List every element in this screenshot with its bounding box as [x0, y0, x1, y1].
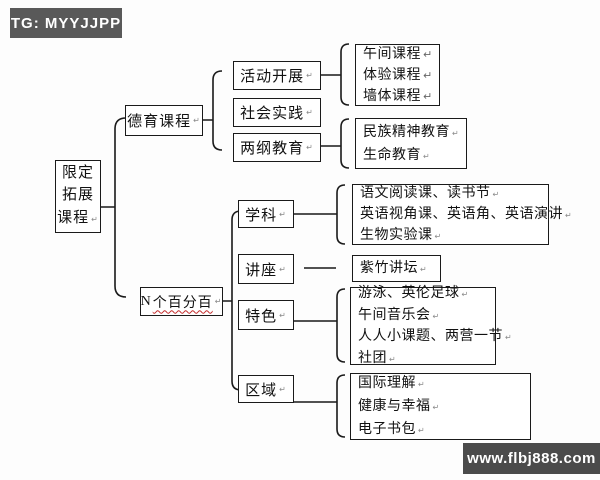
leaf-feature-programs: 游泳、英伦足球↵ 午间音乐会↵ 人人小课题、两营一节↵ 社团↵	[350, 284, 512, 365]
root-line-1: 限定	[61, 163, 94, 181]
leaf-subject-courses: 语文阅读课、读书节↵ 英语视角课、英语角、英语演讲↵ 生物实验课↵	[352, 184, 572, 245]
leaf-line: 午间音乐会↵	[358, 305, 440, 322]
leaf-line: 民族精神教育↵	[363, 122, 460, 139]
paragraph-mark: ↵	[452, 128, 460, 138]
n100-brace-line	[223, 210, 242, 391]
paragraph-mark: ↵	[434, 232, 442, 241]
paragraph-mark: ↵	[505, 333, 513, 342]
leaf-line: 午间课程↵	[363, 44, 433, 61]
leaf-line: 墙体课程↵	[363, 86, 433, 103]
leaf-line: 健康与幸福↵	[358, 397, 440, 413]
leaf-line: 紫竹讲坛↵	[360, 259, 428, 275]
twoguides-leaf-bracket	[320, 118, 350, 169]
leaf-line: 语文阅读课、读书节↵	[360, 184, 500, 200]
paragraph-mark: ↵	[492, 190, 500, 199]
moral-brace-line	[203, 70, 223, 151]
line-break-mark: ↵	[423, 48, 433, 61]
node-feature: 特色↵	[238, 300, 294, 330]
node-two-guidelines-education: 两纲教育↵	[233, 133, 321, 162]
leaf-line: 电子书包↵	[358, 420, 426, 436]
paragraph-mark: ↵	[279, 264, 287, 274]
site-watermark-url: www.flbj888.com	[463, 443, 600, 474]
subject-leaf-bracket	[293, 184, 346, 245]
leaf-line: 生物实验课↵	[360, 226, 442, 242]
node-lecture: 讲座↵	[238, 254, 294, 284]
root-brace-line	[101, 117, 127, 298]
paragraph-mark: ↵	[418, 380, 426, 389]
paragraph-mark: ↵	[279, 209, 287, 219]
tg-watermark-badge: TG: MYYJJPP	[10, 8, 122, 38]
paragraph-mark: ↵	[306, 143, 314, 152]
leaf-two-guidelines-education-items: 民族精神教育↵ 生命教育↵	[355, 118, 467, 169]
line-break-mark: ↵	[423, 90, 433, 103]
root-line-3: 课程↵	[57, 208, 99, 226]
paragraph-mark: ↵	[432, 311, 440, 321]
paragraph-mark: ↵	[193, 116, 201, 125]
leaf-region-courses: 国际理解↵ 健康与幸福↵ 电子书包↵	[350, 373, 531, 440]
node-social-practice: 社会实践↵	[233, 98, 321, 127]
leaf-line: 国际理解↵	[358, 374, 426, 390]
region-leaf-bracket	[293, 374, 346, 438]
root-line-2: 拓展	[61, 186, 94, 204]
leaf-line: 生命教育↵	[363, 145, 431, 162]
n-prefix: N	[140, 293, 151, 309]
paragraph-mark: ↵	[432, 403, 440, 412]
paragraph-mark: ↵	[420, 265, 428, 274]
paragraph-mark: ↵	[306, 108, 314, 117]
node-subject: 学科↵	[238, 200, 294, 228]
leaf-lecture-forum: 紫竹讲坛↵	[352, 255, 441, 282]
paragraph-mark: ↵	[423, 151, 431, 161]
leaf-line: 社团↵	[358, 348, 397, 365]
paragraph-mark: ↵	[565, 211, 573, 220]
activity-leaf-bracket	[320, 43, 350, 106]
leaf-line: 游泳、英伦足球↵	[358, 284, 469, 300]
leaf-line: 英语视角课、英语角、英语演讲↵	[360, 205, 573, 221]
leaf-line: 人人小课题、两营一节↵	[358, 327, 513, 343]
line-break-mark: ↵	[423, 69, 433, 82]
node-moral-education-curriculum: 德育课程↵	[125, 105, 203, 136]
feature-leaf-bracket	[293, 288, 346, 363]
node-region: 区域↵	[238, 375, 294, 403]
node-root-limited-extension-curriculum: 限定 拓展 课程↵	[55, 160, 101, 233]
leaf-line: 体验课程↵	[363, 65, 433, 82]
paragraph-mark: ↵	[214, 297, 223, 306]
node-activity-development: 活动开展↵	[233, 61, 321, 90]
paragraph-mark: ↵	[461, 290, 469, 299]
spellcheck-underlined-text: 个百分百	[152, 293, 213, 310]
paragraph-mark: ↵	[279, 384, 287, 394]
paragraph-mark: ↵	[306, 71, 314, 80]
paragraph-mark: ↵	[389, 354, 397, 364]
leaf-activity-courses: 午间课程↵ 体验课程↵ 墙体课程↵	[355, 44, 440, 106]
paragraph-mark: ↵	[279, 310, 287, 320]
paragraph-mark: ↵	[91, 214, 99, 224]
paragraph-mark: ↵	[418, 426, 426, 435]
